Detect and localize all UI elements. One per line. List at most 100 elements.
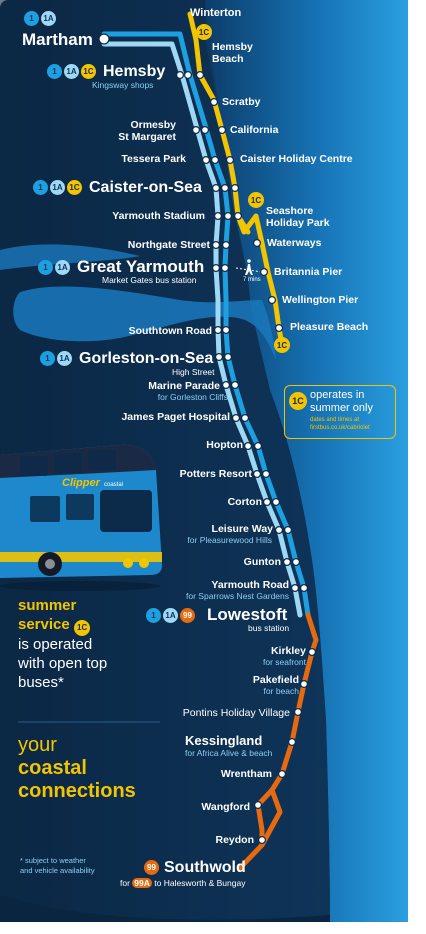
stop-kirkley-sub: for seafront [263, 657, 306, 667]
stop-yarmouth-road-sub: for Sparrows Nest Gardens [186, 591, 289, 601]
stop-california: California [230, 124, 279, 136]
stop-southtown-road: Southtown Road [128, 325, 212, 337]
stop-seashore-holiday-park: Seashore Holiday Park [266, 205, 330, 229]
note-line-1: operates in [310, 389, 365, 401]
badge-route-1a: 1A [55, 260, 70, 275]
stop-marine-parade: Marine Parade [148, 380, 220, 392]
note-link[interactable]: firstbus.co.uk/cabriolet [310, 425, 370, 431]
badge-route-99: 99 [144, 860, 159, 875]
stop-reydon: Reydon [215, 834, 254, 846]
stop-wangford: Wangford [201, 801, 250, 813]
river-yare [13, 286, 276, 360]
stop-wellington-pier: Wellington Pier [282, 294, 359, 306]
bus-illustration [0, 444, 162, 591]
summer-service-promo: summer service 1C is operated with open … [18, 596, 107, 692]
badge-route-1: 1 [146, 608, 161, 623]
route-1c-note: 1C operates in summer only dates and tim… [284, 385, 396, 439]
stop-lowestoft: Lowestoft [207, 605, 288, 624]
note-small-1: dates and times at [310, 417, 360, 423]
stop-hopton: Hopton [206, 439, 243, 451]
stop-gorleston-on-sea: Gorleston-on-Sea [79, 350, 214, 367]
stop-hemsby-beach: Hemsby Beach [212, 41, 253, 65]
southwold-sub-suffix: to Halesworth & Bungay [154, 878, 246, 888]
promo-line-3: is operated [18, 636, 93, 653]
badge-route-99a: 99A [132, 878, 152, 888]
bus-brand: Clipper [62, 477, 101, 489]
stop-northgate-street: Northgate Street [127, 239, 210, 251]
stop-lowestoft-sub: bus station [248, 623, 290, 633]
stop-gorleston-sub: High Street [172, 367, 215, 377]
stop-leisure-way: Leisure Way [211, 523, 273, 535]
promo-line-5: buses* [18, 674, 64, 691]
stop-pleasure-beach: Pleasure Beach [290, 321, 369, 333]
stop-dots [98, 33, 317, 844]
land [0, 0, 330, 922]
stop-great-yarmouth-sub: Market Gates bus station [102, 275, 197, 285]
stop-james-paget-hospital: James Paget Hospital [121, 411, 230, 423]
badge-route-1: 1 [33, 180, 48, 195]
stop-waterways: Waterways [267, 237, 322, 249]
badge-route-1a: 1A [163, 608, 178, 623]
southwold-sub-prefix: for [120, 878, 130, 888]
stop-marine-parade-sub: for Gorleston Cliffs [157, 392, 228, 402]
badge-route-1: 1 [38, 260, 53, 275]
stop-southwold: Southwold [164, 859, 246, 876]
stop-kessingland-sub: for Africa Alive & beach [185, 748, 273, 758]
note-line-2: summer only [310, 402, 373, 414]
promo-line-4: with open top [18, 655, 108, 672]
breydon-water [0, 244, 140, 270]
badge-route-99: 99 [180, 608, 195, 623]
stop-wrentham: Wrentham [220, 768, 272, 780]
tagline-line-1: your [18, 734, 57, 756]
stop-martham: Martham [22, 30, 93, 49]
badge-route-1a: 1A [64, 64, 79, 79]
badge-route-1: 1 [24, 11, 39, 26]
footnote-line-2: and vehicle availability [20, 866, 95, 875]
tagline: your coastal connections [18, 734, 136, 803]
badge-route-1a: 1A [41, 11, 56, 26]
stop-southwold-sub: for 99A to Halesworth & Bungay [120, 878, 246, 888]
tagline-line-3: connections [18, 780, 136, 802]
promo-line-1: summer [18, 597, 77, 614]
badge-route-1c: 1C [74, 620, 91, 636]
svg-text:1C: 1C [251, 196, 261, 205]
tagline-line-2: coastal [18, 757, 87, 779]
stop-pakefield: Pakefield [252, 674, 299, 686]
stop-gunton: Gunton [243, 556, 281, 568]
svg-text:1C: 1C [277, 341, 287, 350]
svg-text:1C: 1C [199, 28, 209, 37]
stop-yarmouth-road: Yarmouth Road [211, 579, 289, 591]
badge-route-1c: 1C [67, 180, 82, 195]
stop-winterton: Winterton [190, 7, 242, 19]
walking-person-icon [245, 259, 253, 275]
pleasure-beach-1c-marker [274, 337, 290, 353]
stop-britannia-pier: Britannia Pier [274, 266, 343, 278]
stop-pakefield-sub: for beach [263, 686, 299, 696]
footnote-line-1: * subject to weather [20, 856, 86, 865]
stop-ormesby: Ormesby St Margaret [118, 119, 176, 144]
stop-corton: Corton [227, 496, 262, 508]
stop-leisure-way-sub: for Pleasurewood Hills [187, 535, 272, 545]
badge-route-1: 1 [40, 351, 55, 366]
badge-route-1a: 1A [57, 351, 72, 366]
stop-potters-resort: Potters Resort [179, 468, 252, 480]
walk-time: 7 mins [243, 277, 261, 283]
sea [205, 0, 408, 922]
stop-yarmouth-stadium: Yarmouth Stadium [112, 210, 205, 222]
stop-hemsby-sub: Kingsway shops [92, 80, 154, 90]
stop-caister-holiday-centre: Caister Holiday Centre [240, 153, 353, 165]
stop-kirkley: Kirkley [270, 645, 306, 657]
seashore-1c-marker [248, 192, 264, 208]
badge-route-1c: 1C [289, 392, 307, 410]
stop-pontins-holiday-village: Pontins Holiday Village [182, 707, 290, 719]
bottom-wave [0, 895, 330, 922]
bus-brand-sub: coastal [104, 482, 123, 488]
stop-scratby: Scratby [222, 96, 261, 108]
footnote: * subject to weather and vehicle availab… [20, 856, 95, 876]
badge-route-1: 1 [47, 64, 62, 79]
stop-hemsby: Hemsby [103, 63, 166, 80]
badge-route-1a: 1A [50, 180, 65, 195]
winterton-1c-marker [196, 24, 212, 40]
